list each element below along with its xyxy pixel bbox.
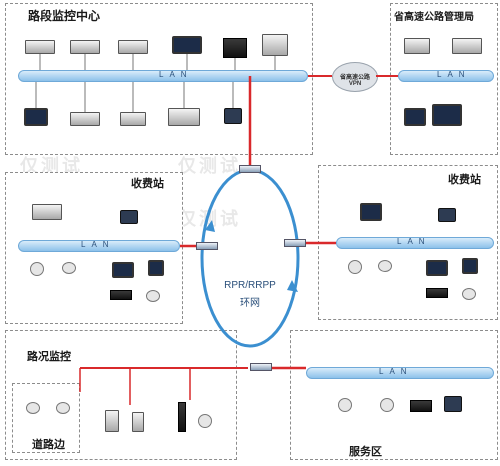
lan-label: LAN xyxy=(397,237,431,246)
vpn-cloud xyxy=(332,62,378,92)
zone-title-road-monitor: 路况监控 xyxy=(27,351,71,363)
server-device xyxy=(70,112,100,126)
zone-service-area xyxy=(290,330,498,460)
switch-device xyxy=(239,165,261,173)
camera-icon xyxy=(146,290,160,302)
monitor-device xyxy=(404,108,426,126)
zone-title-service-area: 服务区 xyxy=(349,446,382,458)
watermark: 仅测试 xyxy=(178,209,241,229)
server-device xyxy=(120,112,146,126)
camera-icon xyxy=(378,260,392,272)
rack-device xyxy=(110,290,132,300)
server-device xyxy=(25,40,55,54)
ring-network xyxy=(200,168,300,348)
camera-icon xyxy=(348,260,362,274)
phone-device xyxy=(120,210,138,224)
server-device xyxy=(404,38,430,54)
monitor-device xyxy=(360,203,382,221)
server-device xyxy=(118,40,148,54)
monitor-device xyxy=(24,108,48,126)
phone-device xyxy=(444,396,462,412)
rack-device xyxy=(426,288,448,298)
lan-bus-road-center: LAN xyxy=(18,70,308,82)
lan-bus-service: LAN xyxy=(306,367,494,379)
camera-icon xyxy=(198,414,212,428)
switch-device xyxy=(250,363,272,371)
server-device xyxy=(262,34,288,56)
lan-label: LAN xyxy=(159,70,193,79)
camera-icon xyxy=(462,288,476,300)
zone-title-toll-right: 收费站 xyxy=(448,174,481,186)
lan-bus-toll-right: LAN xyxy=(336,237,494,249)
phone-device xyxy=(438,208,456,222)
zone-title-toll-left: 收费站 xyxy=(131,178,164,190)
pole-camera-icon xyxy=(105,410,119,432)
zone-title-road-center: 路段监控中心 xyxy=(28,9,101,23)
cloud-label: 省高速公路VPN xyxy=(339,75,370,87)
monitor-device xyxy=(172,36,202,54)
ring-label-ring: 环网 xyxy=(240,298,260,309)
watermark: 仅测试 xyxy=(20,156,83,176)
camera-icon xyxy=(338,398,352,412)
monitor-device xyxy=(148,260,164,276)
server-device xyxy=(168,108,200,126)
server-device xyxy=(70,40,100,54)
camera-icon xyxy=(56,402,70,414)
lan-bus-provincial: LAN xyxy=(398,70,494,82)
weather-station-icon xyxy=(178,402,186,432)
monitor-device xyxy=(462,258,478,274)
lan-label: LAN xyxy=(379,367,413,376)
server-device xyxy=(452,38,482,54)
server-device xyxy=(32,204,62,220)
watermark: 仅测试 xyxy=(178,156,241,176)
switch-device xyxy=(284,239,306,247)
zone-roadside xyxy=(12,383,80,453)
camera-icon xyxy=(380,398,394,412)
ring-arrow xyxy=(287,280,298,292)
lan-label: LAN xyxy=(81,240,115,249)
ring-label-protocol: RPR/RRPP xyxy=(224,280,276,291)
camera-icon xyxy=(26,402,40,414)
phone-device xyxy=(224,108,242,124)
pole-camera-icon xyxy=(132,412,144,432)
switch-device xyxy=(196,242,218,250)
monitor-device xyxy=(112,262,134,278)
rack-device xyxy=(410,400,432,412)
zone-title-roadside: 道路边 xyxy=(32,439,65,451)
lan-label: LAN xyxy=(437,70,471,79)
camera-icon xyxy=(30,262,44,276)
lan-bus-toll-left: LAN xyxy=(18,240,180,252)
monitor-device xyxy=(426,260,448,276)
monitor-device xyxy=(432,104,462,126)
zone-title-provincial-center: 省高速公路管理局 xyxy=(394,12,474,23)
camera-icon xyxy=(62,262,76,274)
rack-device xyxy=(223,38,247,58)
